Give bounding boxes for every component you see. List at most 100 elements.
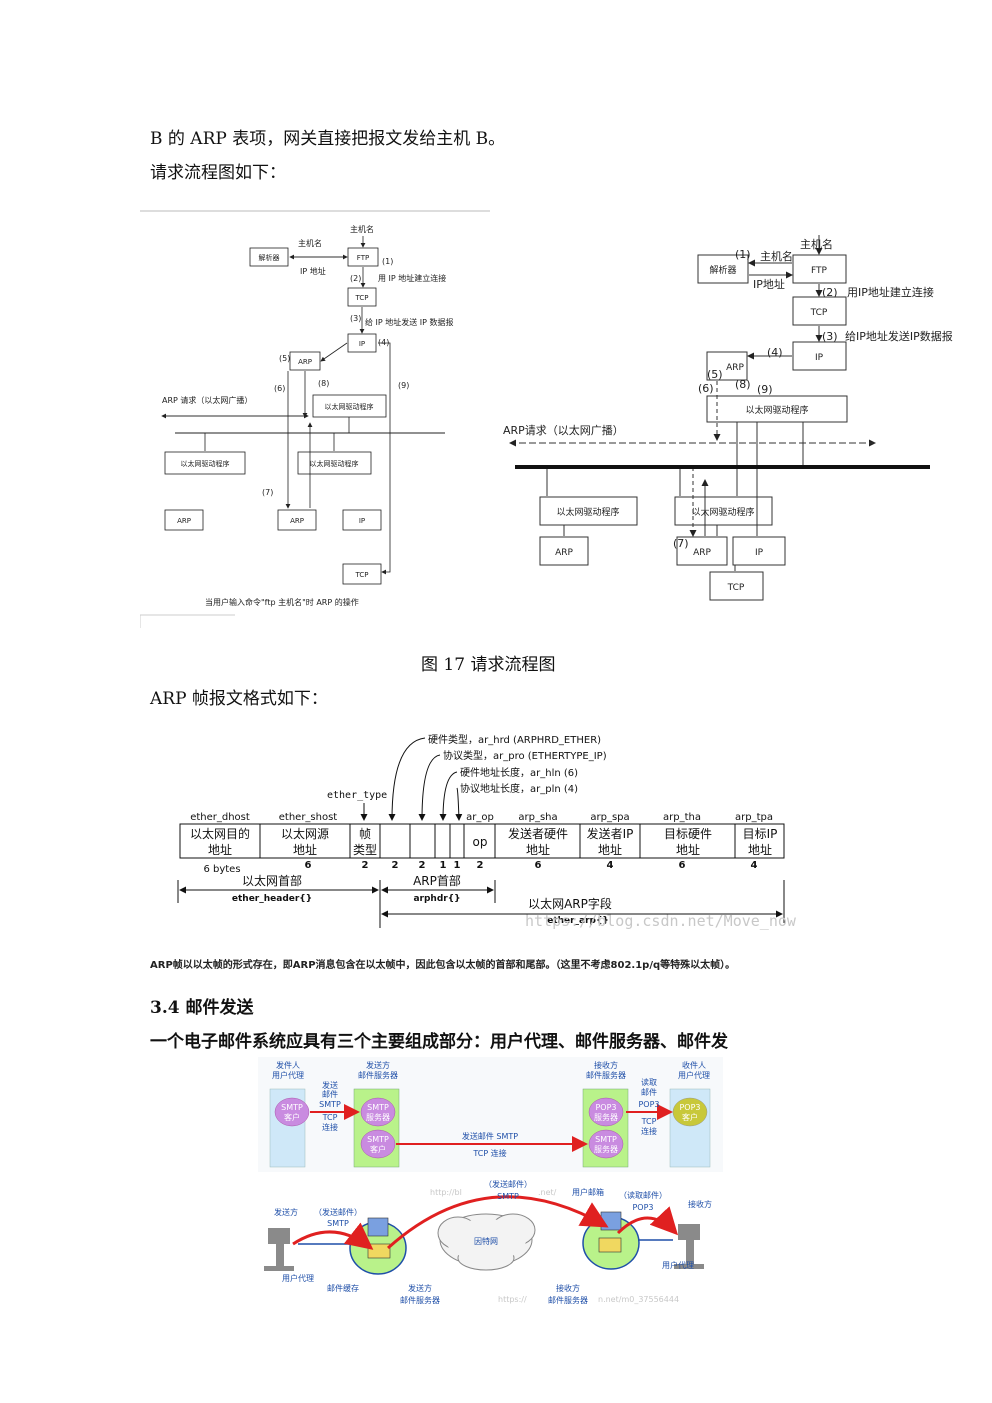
field-cell: 地址	[208, 843, 232, 857]
label: 发送	[322, 1080, 338, 1090]
box-label: 以太网驱动程序	[745, 404, 808, 416]
box-label: ARP	[177, 517, 191, 525]
byte-count: 2	[392, 860, 399, 871]
section-heading: 3.4 邮件发送	[150, 998, 254, 1018]
label: 主机名	[800, 237, 833, 251]
label: (3)	[822, 330, 838, 343]
left-flow-diagram: 主机名 主机名 IP 地址 (1) (2) 用 IP 地址建立连接 (3) 给 …	[140, 210, 490, 628]
box-label: 以太网驱动程序	[310, 459, 359, 468]
note: ARP帧以以太帧的形式存在，即ARP消息包含在以太帧中，因此包含以太帧的首部和尾…	[150, 958, 735, 971]
label: (1)	[382, 257, 393, 266]
label: (8)	[735, 378, 751, 391]
label: 邮件服务器	[586, 1070, 626, 1080]
watermark: https://	[498, 1295, 527, 1304]
label: 用户代理	[662, 1260, 694, 1270]
label: (6)	[274, 384, 285, 393]
label: 用 IP 地址建立连接	[378, 273, 446, 283]
text-line: ARP 帧报文格式如下：	[150, 689, 328, 709]
label: (5)	[707, 368, 723, 381]
label: 用户邮箱	[572, 1187, 604, 1197]
watermark: n.net/m0_37556444	[598, 1295, 679, 1304]
box-label: ARP	[693, 548, 711, 558]
byte-count: 6	[305, 860, 312, 871]
label: (1)	[735, 248, 751, 261]
label: (6)	[698, 382, 714, 395]
node-label: 服务器	[366, 1112, 390, 1122]
box-label: IP	[755, 548, 764, 558]
field-cell: 以太网源	[281, 826, 329, 841]
label: 邮件	[322, 1089, 338, 1099]
box-label: 以太网驱动程序	[556, 506, 619, 518]
box-label: IP	[359, 517, 365, 525]
watermark: http://bl	[430, 1188, 462, 1197]
box-label: 解析器	[709, 264, 736, 276]
annotation: ether_type	[327, 790, 387, 801]
field-cell: 地址	[293, 843, 317, 857]
node-label: SMTP	[595, 1135, 617, 1144]
label: 发送方	[274, 1207, 298, 1217]
label: SMTP	[497, 1192, 519, 1201]
label: (4)	[767, 346, 783, 359]
span-code: ether_header{}	[232, 894, 312, 904]
label: 收件人	[682, 1060, 706, 1070]
field-header: ether_shost	[279, 812, 338, 823]
field-cell: 发送者IP	[587, 826, 634, 841]
span-label: ARP首部	[413, 873, 461, 888]
label: (7)	[673, 537, 689, 550]
right-flow-diagram: 解析器 FTP TCP IP ARP 以太网驱动程序 以太网驱动程序 以太网驱动…	[503, 235, 953, 601]
field-header: ar_op	[466, 812, 494, 823]
label: SMTP	[327, 1219, 349, 1228]
label: (9)	[398, 381, 409, 390]
label: (9)	[757, 383, 773, 396]
byte-count: 2	[477, 860, 484, 871]
text-line: B 的 ARP 表项，网关直接把报文发给主机 B。	[150, 129, 506, 149]
label: 读取	[641, 1077, 657, 1087]
byte-count: 4	[751, 860, 758, 871]
label: 用户代理	[282, 1273, 314, 1283]
box-label: 以太网驱动程序	[691, 506, 754, 518]
box-label: FTP	[811, 266, 828, 276]
label: 邮件	[641, 1087, 657, 1097]
label: 用IP地址建立连接	[847, 285, 934, 299]
watermark: https://blog.csdn.net/Move_now	[525, 912, 797, 930]
box-label: IP	[359, 340, 365, 348]
label: (5)	[279, 354, 290, 363]
label: （发送邮件）	[484, 1179, 532, 1189]
annotation: 协议地址长度，ar_pln (4)	[460, 782, 578, 795]
label: 用户代理	[678, 1070, 710, 1080]
byte-count: 2	[362, 860, 369, 871]
field-cell: 地址	[748, 843, 772, 857]
label: 邮件服务器	[358, 1070, 398, 1080]
span-code: arphdr{}	[413, 894, 460, 904]
span-label: 以太网首部	[242, 873, 302, 888]
field-cell: 地址	[676, 843, 700, 857]
box-label: TCP	[727, 583, 745, 593]
label: TCP 连接	[472, 1148, 506, 1158]
label: 发送邮件 SMTP	[462, 1131, 518, 1141]
label: 给 IP 地址发送 IP 数据报	[365, 317, 454, 327]
watermark: .net/	[538, 1188, 557, 1197]
box-label: ARP	[726, 363, 744, 373]
label: 因特网	[474, 1236, 498, 1246]
label: ARP 请求（以太网广播）	[162, 395, 252, 405]
label: (4)	[378, 338, 389, 347]
mail-network-diagram: 发送方 （发送邮件） SMTP （发送邮件） SMTP 用户邮箱 （读取邮件） …	[258, 1178, 723, 1313]
label: 接收方	[688, 1199, 712, 1209]
label: 发送方	[366, 1060, 390, 1070]
label: TCP	[322, 1113, 338, 1122]
field-cell: op	[473, 835, 488, 849]
node-label: SMTP	[281, 1103, 303, 1112]
byte-count: 1	[440, 860, 447, 871]
label: 主机名	[298, 238, 322, 248]
field-header: arp_spa	[590, 812, 629, 823]
label: (2)	[822, 286, 838, 299]
box-label: FTP	[357, 254, 369, 262]
label: (7)	[262, 488, 273, 497]
box-label: ARP	[555, 548, 573, 558]
arp-frame-diagram: 硬件类型，ar_hrd (ARPHRD_ETHER) 协议类型，ar_pro (…	[150, 733, 797, 971]
box-label: 以太网驱动程序	[325, 402, 374, 411]
field-header: arp_sha	[518, 812, 557, 823]
node-label: 客户	[284, 1112, 300, 1122]
node-label: 服务器	[594, 1112, 618, 1122]
label: 连接	[641, 1126, 657, 1136]
